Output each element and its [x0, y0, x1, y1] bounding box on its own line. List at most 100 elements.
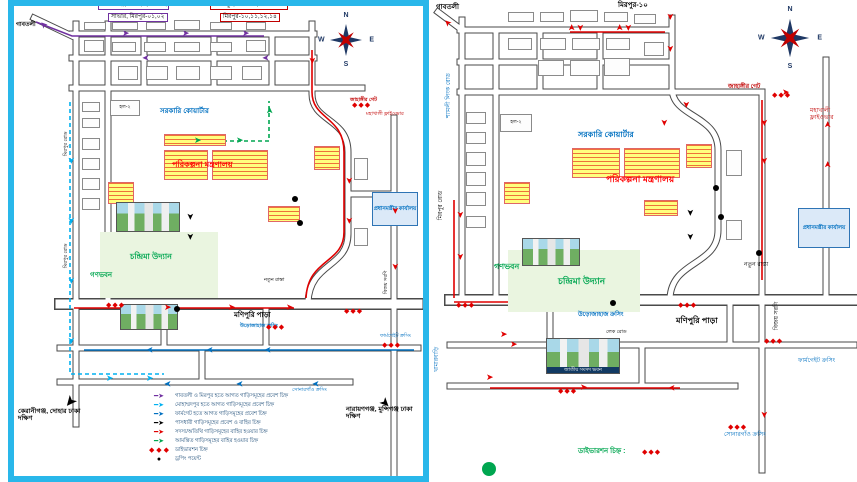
legend-row: ━➤মোহাম্মদপুর হতে আগত গাড়িসমূহের প্রবেশ… — [146, 401, 288, 410]
route-arrow: ➤ — [66, 216, 77, 225]
map-label: মণিপুরি পাড়া — [676, 316, 718, 325]
route-arrow: ➤ — [510, 339, 518, 349]
legend-text: ড্রপিং পয়েন্ট — [175, 455, 201, 462]
building-block — [146, 66, 168, 80]
building-block — [540, 12, 564, 22]
map-label: গণভবন — [494, 262, 520, 271]
map-label: ফার্মগেইট ক্রসিং — [380, 333, 411, 339]
dot-icon: ● — [156, 456, 162, 463]
route-arrow: ➤ — [236, 135, 244, 145]
dropping-point — [756, 250, 762, 256]
route-arrow: ➤ — [685, 208, 696, 217]
building-block — [146, 22, 166, 30]
route-arrow: ➤ — [146, 373, 154, 383]
dropping-point — [297, 220, 303, 226]
building-block — [604, 58, 630, 76]
legend-row: ━➤গাবতলী ও মিরপুর হতে আগত গাড়িসমূহের প্… — [146, 392, 288, 401]
compass-n: N — [343, 12, 349, 19]
map-label: মিরপুর রোড — [63, 243, 69, 268]
diversion-marker: ◆◆◆ — [344, 308, 364, 315]
map-label: মহাখালী ফ্লাইওভার — [366, 111, 404, 117]
building-block — [466, 192, 486, 206]
building-block — [726, 150, 742, 176]
diamonds-icon: ◆ ◆ ◆ — [148, 447, 170, 454]
route-arrow: ➤ — [185, 212, 196, 221]
map-label: নতুন রাস্তা — [264, 277, 285, 283]
roads-layer — [29, 13, 423, 476]
route-arrow: ➤ — [66, 276, 77, 285]
office-block: প্রধানমন্ত্রীর কার্যালয় — [798, 208, 850, 248]
map-label: গাজীপুর, নরসিংদী, ঢাকা উত্তর — [210, 6, 288, 10]
route-arrow: ➤ — [146, 345, 154, 355]
compass-e: E — [369, 36, 374, 44]
map-label: পরিকল্পনা মন্ত্রণালয় — [172, 160, 233, 169]
diversion-marker: ◆◆◆ — [642, 449, 662, 456]
notice-box — [644, 200, 678, 216]
arrow-icon: ━➤ — [153, 402, 165, 409]
notice-box — [504, 182, 530, 204]
block-label: প্রধানমন্ত্রীর কার্যালয় — [802, 224, 846, 231]
route-arrow: ➤ — [665, 44, 676, 53]
compass-rose: N S W E — [318, 12, 374, 68]
legend-row: ━➤আমন্ত্রিত গাড়িসমূহের বাহির হওয়ার চিহ… — [146, 437, 288, 446]
building-block — [84, 40, 104, 52]
compass-w: W — [758, 34, 765, 42]
compass-w: W — [318, 36, 325, 44]
arrow-icon: ━➤ — [153, 393, 165, 400]
legend-text: সদস্য/অতিথি গাড়িসমূহের বাহির হওয়ার চিহ… — [175, 428, 268, 435]
route-arrow: ➤ — [575, 23, 586, 32]
dropping-point — [482, 462, 496, 476]
map-label: উড়োজাহাজ ক্রসিং — [240, 323, 278, 329]
map-label: সোনারগাঁও ক্রসিং — [724, 432, 766, 438]
building-block — [540, 38, 566, 50]
building-block — [466, 152, 486, 166]
route-arrow: ➤ — [262, 53, 270, 63]
building-block — [570, 60, 600, 76]
dropping-point — [292, 196, 298, 202]
compass-star — [770, 18, 810, 58]
building-block — [242, 66, 262, 80]
arrow-icon: ━➤ — [153, 420, 165, 427]
legend-row: ◆ ◆ ◆ডাইভারশন চিহ্ন — [146, 446, 288, 455]
map-label: গাবতলী — [16, 22, 36, 28]
building-block — [466, 132, 486, 144]
route-arrow: ➤ — [344, 216, 355, 225]
building-block — [84, 22, 106, 30]
map-label: সোনারগাঁও ক্রসিং — [292, 387, 327, 393]
route-arrow: ➤ — [182, 28, 190, 38]
route-arrow: ➤ — [623, 23, 634, 32]
building-block — [508, 38, 532, 50]
map-label: নারায়ণগঞ্জ, মুন্সিগঞ্জ ঢাকা দক্ষিণ — [346, 406, 413, 421]
route-arrow: ➤ — [580, 382, 588, 392]
building-block — [82, 102, 100, 112]
photo-block — [522, 238, 580, 266]
building-block — [210, 42, 232, 52]
map-legend: ━➤গাবতলী ও মিরপুর হতে আগত গাড়িসমূহের প্… — [146, 392, 289, 464]
building-block — [354, 158, 368, 180]
photo-block — [116, 202, 180, 232]
block-label: হল-২ — [119, 104, 131, 111]
arrow-icon: ━➤ — [153, 438, 165, 445]
route-arrow: ➤ — [455, 210, 466, 219]
building-block — [82, 158, 100, 170]
office-block: প্রধানমন্ত্রীর কার্যালয় — [372, 192, 418, 226]
route-arrow: ➤ — [500, 329, 508, 339]
map-label: চন্দ্রিমা উদ্যান — [558, 276, 606, 286]
building-block: হল-২ — [110, 100, 140, 116]
building-block — [466, 172, 486, 186]
building-block — [112, 42, 136, 52]
legend-row: ● ড্রপিং পয়েন্ট — [146, 455, 288, 464]
building-block — [82, 178, 100, 190]
map-label: জাহাঙ্গীর গেট — [350, 97, 377, 103]
route-arrow: ➤ — [264, 345, 272, 355]
building-block — [246, 22, 266, 30]
route-arrow: ➤ — [390, 262, 401, 271]
legend-text: ফার্মগেট হতে আগত গাড়িসমূহের প্রবেশ চিহ্… — [175, 410, 267, 417]
map-label: মহাখালী ফ্লাইওভার — [810, 108, 834, 121]
diversion-marker: ◆◆◆ — [764, 338, 784, 345]
compass-s: S — [787, 63, 793, 70]
route-arrow: ➤ — [455, 252, 466, 261]
